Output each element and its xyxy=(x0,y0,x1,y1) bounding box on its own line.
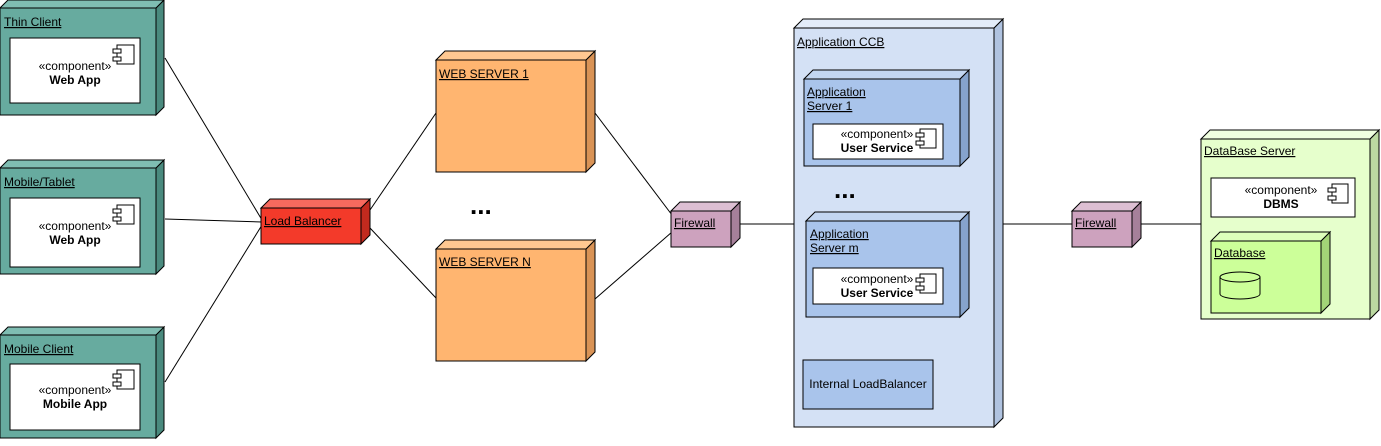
node-label-line2: Server m xyxy=(810,241,859,255)
component-stereotype: «component» xyxy=(39,219,112,233)
component-stereotype: «component» xyxy=(841,272,914,286)
client-node-mobile-tablet[interactable]: Mobile/Tablet «component» Web App xyxy=(0,158,166,276)
node-label: Thin Client xyxy=(4,15,62,29)
component-icon xyxy=(1327,183,1349,204)
node-label-line1: Application xyxy=(807,85,866,99)
database-server-node[interactable]: DataBase Server «component» DBMS Databas… xyxy=(1199,128,1381,321)
component-stereotype: «component» xyxy=(841,127,914,141)
firewall-node-1[interactable]: Firewall xyxy=(669,200,742,249)
edge-web1-to-firewall xyxy=(594,112,673,216)
component-name: Web App xyxy=(49,73,100,87)
internal-load-balancer[interactable]: Internal LoadBalancer xyxy=(802,359,934,410)
app-server-node-1[interactable]: Application Server 1 «component» User Se… xyxy=(802,68,971,168)
edge-mobile-tablet-to-lb xyxy=(164,218,263,223)
edge-lb-to-webn xyxy=(369,227,437,299)
component-name: Web App xyxy=(49,233,100,247)
database-node[interactable]: Database xyxy=(1209,230,1332,315)
node-label: Application CCB xyxy=(797,35,884,49)
app-server-node-m[interactable]: Application Server m «component» User Se… xyxy=(804,210,971,319)
component-stereotype: «component» xyxy=(39,59,112,73)
app-server-ellipsis: ... xyxy=(834,174,856,204)
node-label: DataBase Server xyxy=(1204,144,1295,158)
component-icon xyxy=(112,204,135,225)
node-label: Firewall xyxy=(1075,216,1116,230)
node-label: Mobile/Tablet xyxy=(4,175,75,189)
node-label: WEB SERVER 1 xyxy=(439,67,529,81)
component-name: DBMS xyxy=(1263,197,1298,211)
component-icon xyxy=(915,273,937,294)
component-name: Mobile App xyxy=(43,397,107,411)
client-node-mobile-client[interactable]: Mobile Client «component» Mobile App xyxy=(0,325,166,440)
node-label: Firewall xyxy=(674,216,715,230)
component-icon xyxy=(112,369,135,390)
node-label: WEB SERVER N xyxy=(439,255,531,269)
web-server-node-1[interactable]: WEB SERVER 1 xyxy=(434,49,597,174)
connectors xyxy=(164,57,1201,383)
component-icon xyxy=(915,128,937,149)
application-container-node[interactable]: Application CCB Application Server 1 «co… xyxy=(792,17,1005,429)
web-server-node-n[interactable]: WEB SERVER N xyxy=(434,238,597,363)
component-stereotype: «component» xyxy=(1245,183,1318,197)
node-label-line1: Application xyxy=(810,227,869,241)
component-icon xyxy=(112,44,135,65)
edge-thin-client-to-lb xyxy=(164,57,263,221)
edge-lb-to-web1 xyxy=(369,112,437,211)
node-label: Mobile Client xyxy=(4,342,74,356)
firewall-node-2[interactable]: Firewall xyxy=(1070,200,1143,249)
node-label: Load Balancer xyxy=(264,214,341,228)
edge-mobile-client-to-lb xyxy=(164,224,263,383)
load-balancer-node[interactable]: Load Balancer xyxy=(259,197,372,246)
component-name: User Service xyxy=(841,286,914,300)
edge-webn-to-firewall xyxy=(594,231,673,300)
client-node-thin-client[interactable]: Thin Client «component» Web App xyxy=(0,0,165,117)
web-server-ellipsis: ... xyxy=(470,190,492,220)
node-label: Database xyxy=(1214,246,1266,260)
component-stereotype: «component» xyxy=(39,383,112,397)
node-label-line2: Server 1 xyxy=(807,99,853,113)
component-name: User Service xyxy=(841,141,914,155)
database-cylinder-icon xyxy=(1219,271,1261,300)
internal-lb-label: Internal LoadBalancer xyxy=(809,377,926,391)
